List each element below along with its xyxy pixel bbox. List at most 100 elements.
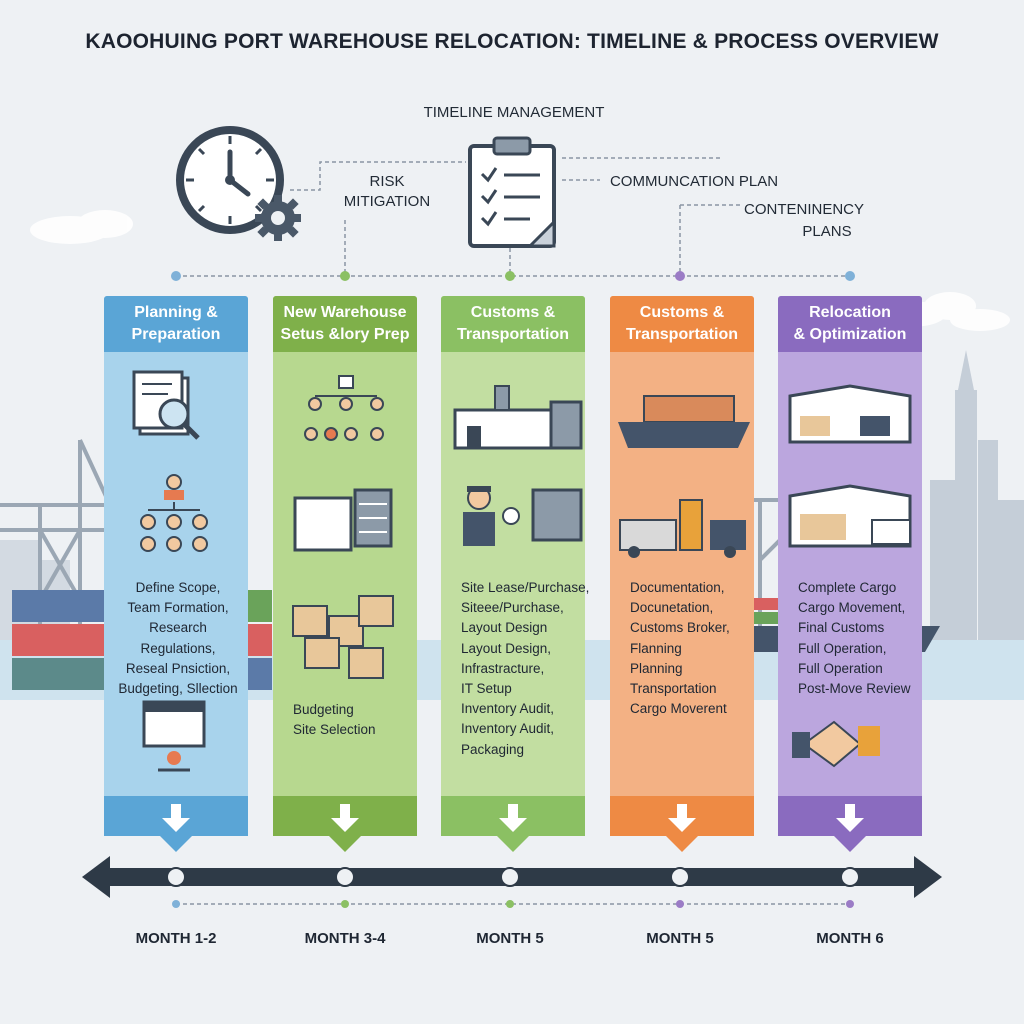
phase-footer: [104, 796, 248, 852]
city-skyline: [930, 350, 1024, 650]
container-stack-left: [12, 590, 272, 690]
phase-icons: [788, 384, 912, 768]
label-contingency-plans: CONTENINENCY PLANS: [736, 199, 872, 243]
phase-title-line-2: Transportation: [456, 326, 569, 343]
contingency-line-1: CONTENINENCY: [743, 201, 864, 218]
task-item: Flanning: [630, 640, 682, 656]
phase-icons: [618, 395, 750, 558]
task-item: Cargo Moverent: [630, 701, 727, 717]
down-arrow-icon: [834, 804, 866, 852]
down-arrow-icon: [497, 804, 529, 852]
label-timeline-management: TIMELINE MANAGEMENT: [423, 104, 605, 121]
phase-task-list: Define Scope, Team Formation, Research Reg…: [110, 578, 246, 699]
clock-icon: [176, 126, 284, 234]
task-item: Site Lease/Purchase,: [461, 580, 590, 595]
task-item: IT Setup: [461, 681, 512, 697]
phase-title-line-1: Customs &: [639, 304, 725, 321]
boxes-icon: [292, 595, 394, 679]
task-item: Infrastracture,: [461, 660, 545, 676]
phase-task-list: Documentation, Docunetation, Customs Broke…: [616, 578, 766, 719]
cargo-ship-icon: [618, 395, 750, 448]
phase-title-line-2: Transportation: [625, 326, 738, 343]
task-item: Final Customs: [798, 620, 885, 636]
task-item: Site Selection: [293, 722, 376, 738]
phase-footer: [273, 796, 417, 852]
task-item: Full Operation: [798, 660, 883, 676]
phase-icons: [292, 375, 394, 679]
risk-line-2: MITIGATION: [343, 193, 431, 210]
phase-title-line-1: Relocation: [809, 304, 891, 321]
phase-title-line-1: Customs &: [470, 304, 556, 321]
phase-footer: [778, 796, 922, 852]
task-item: Define Scope,: [135, 580, 221, 595]
label-communication-plan: COMMUNCATION PLAN: [609, 173, 779, 190]
task-item: Layout Design: [461, 620, 548, 636]
task-item: Budgeting, Sllection: [118, 681, 238, 697]
phase-footer: [441, 796, 585, 852]
task-item: Documentation,: [630, 580, 725, 595]
task-item: Cargo Movement,: [798, 600, 906, 616]
warehouse-interior-icon-2: [788, 484, 912, 548]
customs-officer-icon: [463, 486, 583, 546]
task-item: Post-Move Review: [798, 681, 911, 697]
task-item: Transportation: [630, 681, 717, 697]
page-title: KAOOHUING PORT WAREHOUSE RELOCATION: TIM…: [85, 30, 939, 53]
task-item: Complete Cargo: [798, 580, 897, 595]
risk-line-1: RISK: [369, 173, 405, 190]
building-servers-icon: [293, 488, 393, 552]
gear-icon: [255, 195, 301, 241]
label-risk-mitigation: RISK MITIGATION: [332, 172, 442, 212]
clipboard-icon: [468, 136, 556, 248]
phase-title-line-2: & Optimization: [793, 326, 907, 343]
down-arrow-icon: [160, 804, 192, 852]
phase-title: Planning & Preparation: [104, 296, 248, 352]
phase-title: Customs & Transportation: [441, 296, 585, 352]
task-item: Layout Design,: [461, 640, 552, 656]
month-label: MONTH 3-4: [304, 930, 386, 947]
task-item: Packaging: [461, 741, 525, 757]
phase-title-line-2: Preparation: [131, 326, 221, 343]
task-item: Inventory Audit,: [461, 721, 555, 737]
calendar-icon: [142, 700, 206, 772]
phase-title-line-1: Planning &: [134, 304, 218, 321]
phase-icons: [132, 370, 208, 772]
phase-title: Relocation & Optimization: [778, 296, 922, 352]
phase-title-line-1: New Warehouse: [283, 304, 407, 321]
task-item: Customs Broker,: [630, 620, 730, 636]
down-arrow-icon: [666, 804, 698, 852]
contingency-line-2: PLANS: [802, 223, 852, 240]
phase-footer: [610, 796, 754, 852]
task-item: Reseal Pnsiction,: [125, 660, 231, 676]
task-item: Siteee/Purchase,: [461, 600, 564, 616]
phase-task-list: Site Lease/Purchase, Siteee/Purchase, Layo…: [447, 578, 597, 760]
phase-icons: [453, 385, 583, 546]
warehouse-interior-icon: [788, 384, 912, 444]
task-item: Docunetation,: [630, 600, 714, 616]
month-label: MONTH 5: [476, 930, 544, 947]
staff-hierarchy-icon: [304, 375, 384, 441]
document-magnifier-icon: [132, 370, 200, 440]
phase-title-line-2: Setus &lory Prep: [280, 326, 410, 343]
team-org-chart-icon: [140, 474, 208, 552]
task-item: Planning: [630, 660, 683, 676]
task-item: Team Formation,: [127, 600, 229, 616]
top-node-dots: [171, 271, 855, 281]
task-item: Budgeting: [293, 702, 354, 717]
forklift-truck-icon: [619, 499, 746, 558]
month-label: MONTH 6: [816, 930, 884, 947]
phase-title: Customs & Transportation: [610, 296, 754, 352]
task-item: Inventory Audit,: [461, 701, 555, 717]
down-arrow-icon: [329, 804, 361, 852]
month-label: MONTH 5: [646, 930, 714, 947]
task-item: Research Regulations,: [140, 620, 216, 656]
task-item: Full Operation,: [798, 640, 887, 656]
month-label: MONTH 1-2: [135, 930, 217, 947]
